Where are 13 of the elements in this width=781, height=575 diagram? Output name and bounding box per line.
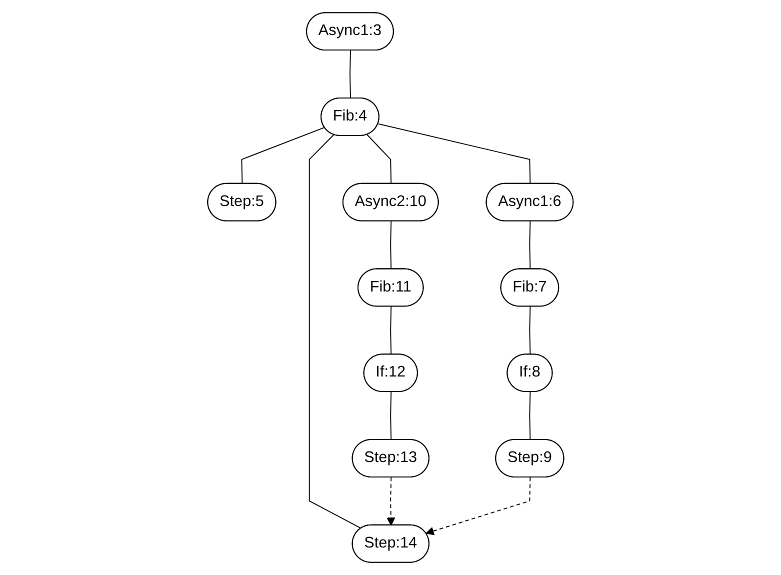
connector (529, 220, 531, 270)
connector (350, 50, 352, 100)
connector (366, 134, 392, 184)
connector (390, 306, 392, 356)
connector (378, 123, 531, 184)
arrow (426, 476, 531, 536)
connector (390, 220, 392, 270)
connector (390, 392, 392, 440)
connector (241, 126, 326, 184)
connector (529, 392, 531, 440)
connector (308, 134, 362, 529)
connector (529, 306, 531, 356)
arrow (386, 476, 396, 526)
